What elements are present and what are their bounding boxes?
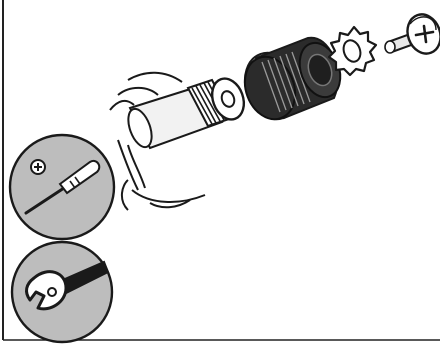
screwdriver-tool-circle — [10, 135, 114, 239]
phillips-screw — [385, 10, 440, 59]
handle-stem — [124, 74, 250, 150]
toothed-lock-washer — [329, 27, 376, 75]
splined-adapter — [236, 37, 347, 127]
wrench-tool-circle — [12, 242, 112, 342]
phillips-symbol-icon — [31, 160, 45, 174]
